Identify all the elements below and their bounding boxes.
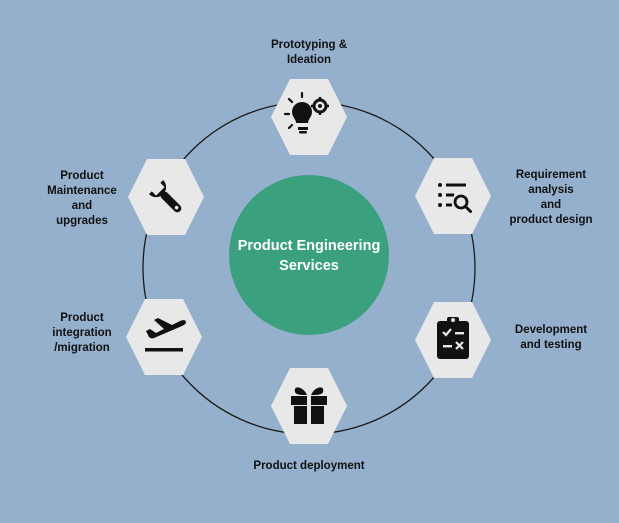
label-prototyping: Prototyping & Ideation — [270, 39, 348, 66]
center-circle — [229, 175, 389, 335]
label-development: Development and testing — [514, 324, 588, 351]
label-deployment: Product deployment — [253, 460, 365, 472]
gift-box-icon — [291, 387, 327, 424]
hex-integration — [126, 299, 202, 375]
hex-development — [415, 302, 491, 378]
center-title: Product Engineering Services — [237, 238, 381, 274]
label-requirement: Requirement analysis and product design — [509, 169, 593, 226]
hex-requirement — [415, 158, 491, 234]
clipboard-checklist-icon — [437, 317, 469, 359]
label-integration: Product integration /migration — [52, 312, 112, 354]
wrench-icon — [149, 180, 182, 213]
hex-maintenance — [128, 159, 204, 235]
label-maintenance: Product Maintenance and upgrades — [47, 170, 117, 227]
idea-bulb-gear-icon — [283, 91, 329, 134]
hex-deployment — [271, 368, 347, 444]
hex-prototyping — [271, 79, 347, 155]
plane-departure-icon — [145, 318, 186, 352]
list-search-icon — [438, 183, 472, 213]
